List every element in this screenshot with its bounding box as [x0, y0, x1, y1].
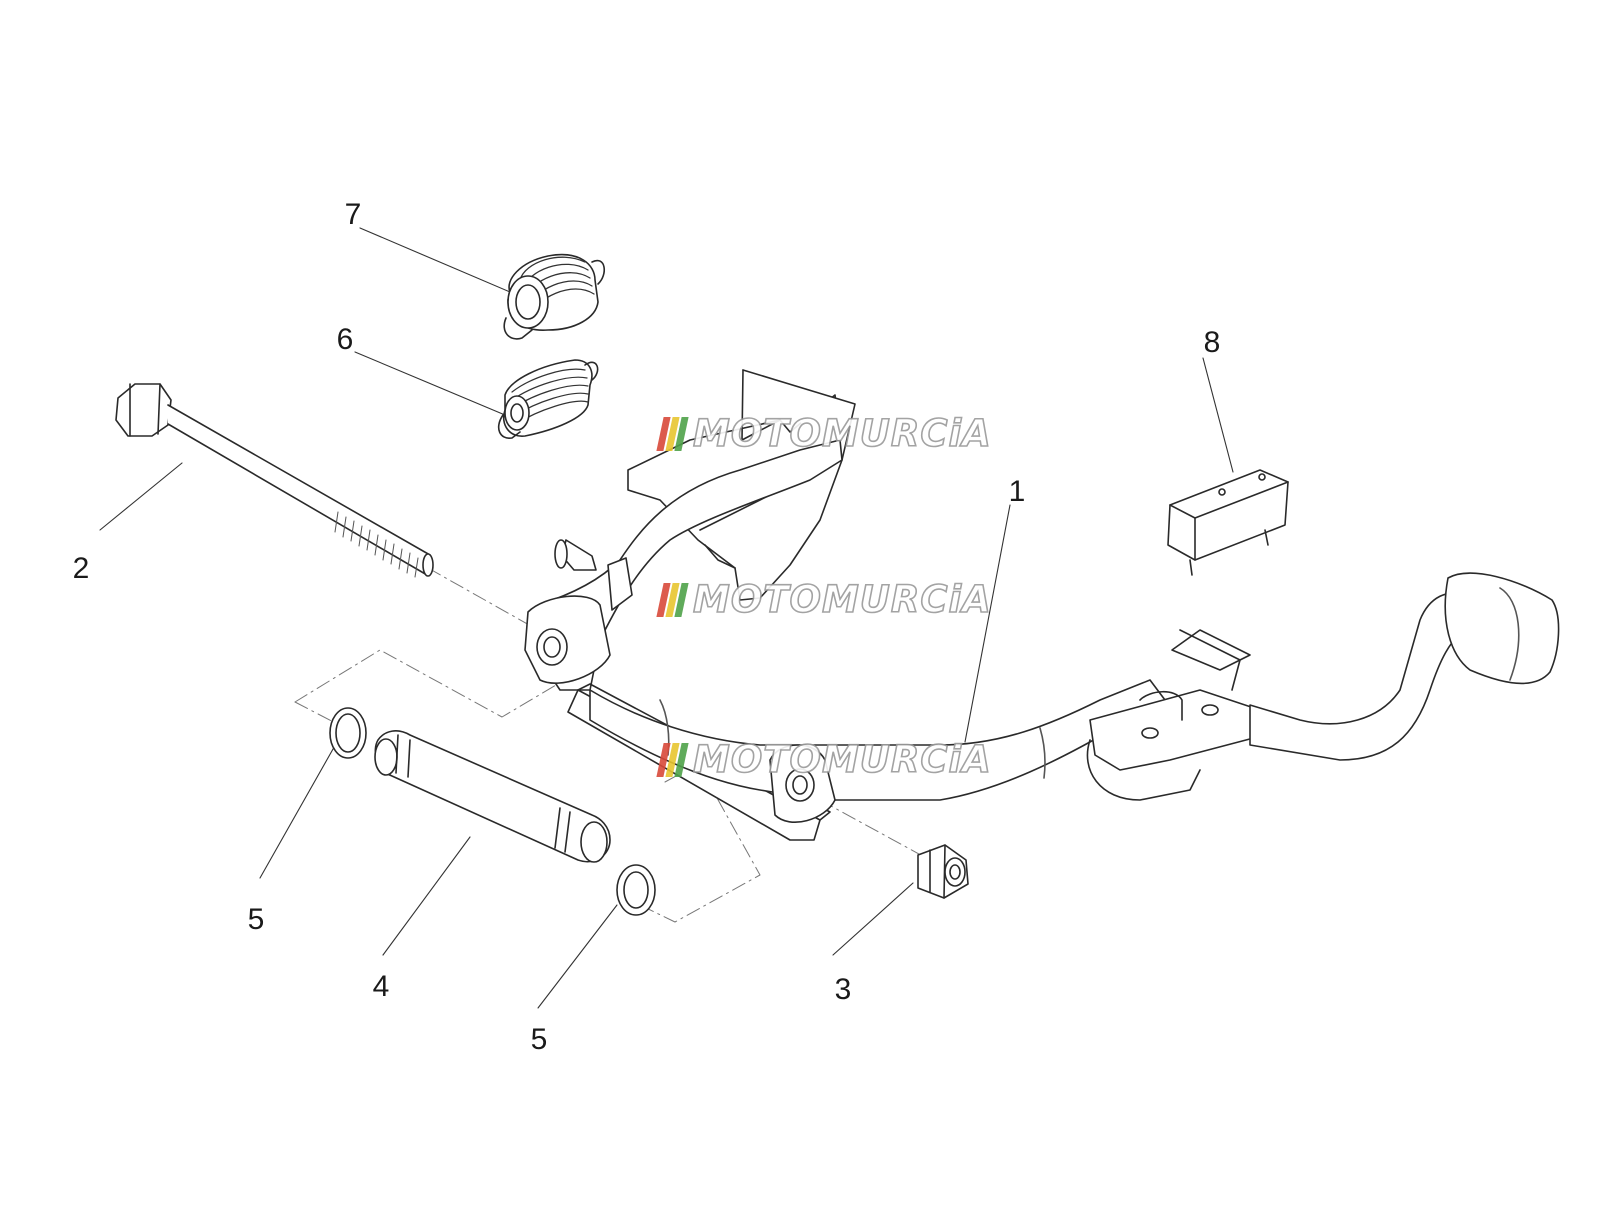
- watermark-text: MOTOMURCiA: [692, 411, 992, 456]
- callout-5b: 5: [530, 1023, 548, 1056]
- leader-5b: [537, 904, 618, 1009]
- leader-lines: [99, 227, 1234, 1009]
- leader-3: [832, 882, 914, 956]
- watermark-flag-icon: [656, 742, 689, 777]
- pin-part-4: [374, 730, 611, 863]
- rubber-block-part-8: [1167, 469, 1289, 576]
- leader-2: [99, 462, 183, 531]
- callout-4: 4: [372, 970, 390, 1003]
- leader-5a: [259, 741, 338, 879]
- callout-8: 8: [1203, 326, 1221, 359]
- leader-4: [382, 836, 471, 956]
- spring-part-7: [503, 253, 605, 340]
- nut-part-3: [917, 844, 969, 899]
- watermark-flag-icon: [656, 416, 689, 451]
- leader-8: [1202, 357, 1234, 473]
- leader-7: [359, 227, 511, 293]
- callout-5a: 5: [247, 903, 265, 936]
- watermark-top: MOTOMURCiA: [656, 411, 992, 456]
- callout-6: 6: [336, 323, 354, 356]
- spring-part-6: [497, 359, 599, 439]
- leader-6: [354, 351, 506, 416]
- leader-1: [964, 504, 1011, 743]
- bolt-part-2: [115, 383, 434, 578]
- watermark-flag-icon: [656, 582, 689, 617]
- bolt-thread: [334, 511, 419, 578]
- callout-2: 2: [72, 552, 90, 585]
- watermark-middle: MOTOMURCiA: [656, 577, 992, 622]
- washer-part-5a: [329, 707, 367, 759]
- watermark-text: MOTOMURCiA: [692, 577, 992, 622]
- washer-part-5b: [616, 864, 656, 916]
- callout-7: 7: [344, 198, 362, 231]
- watermark-text: MOTOMURCiA: [692, 737, 992, 782]
- watermark-bottom: MOTOMURCiA: [656, 737, 992, 782]
- callout-1: 1: [1008, 475, 1026, 508]
- callout-3: 3: [834, 973, 852, 1006]
